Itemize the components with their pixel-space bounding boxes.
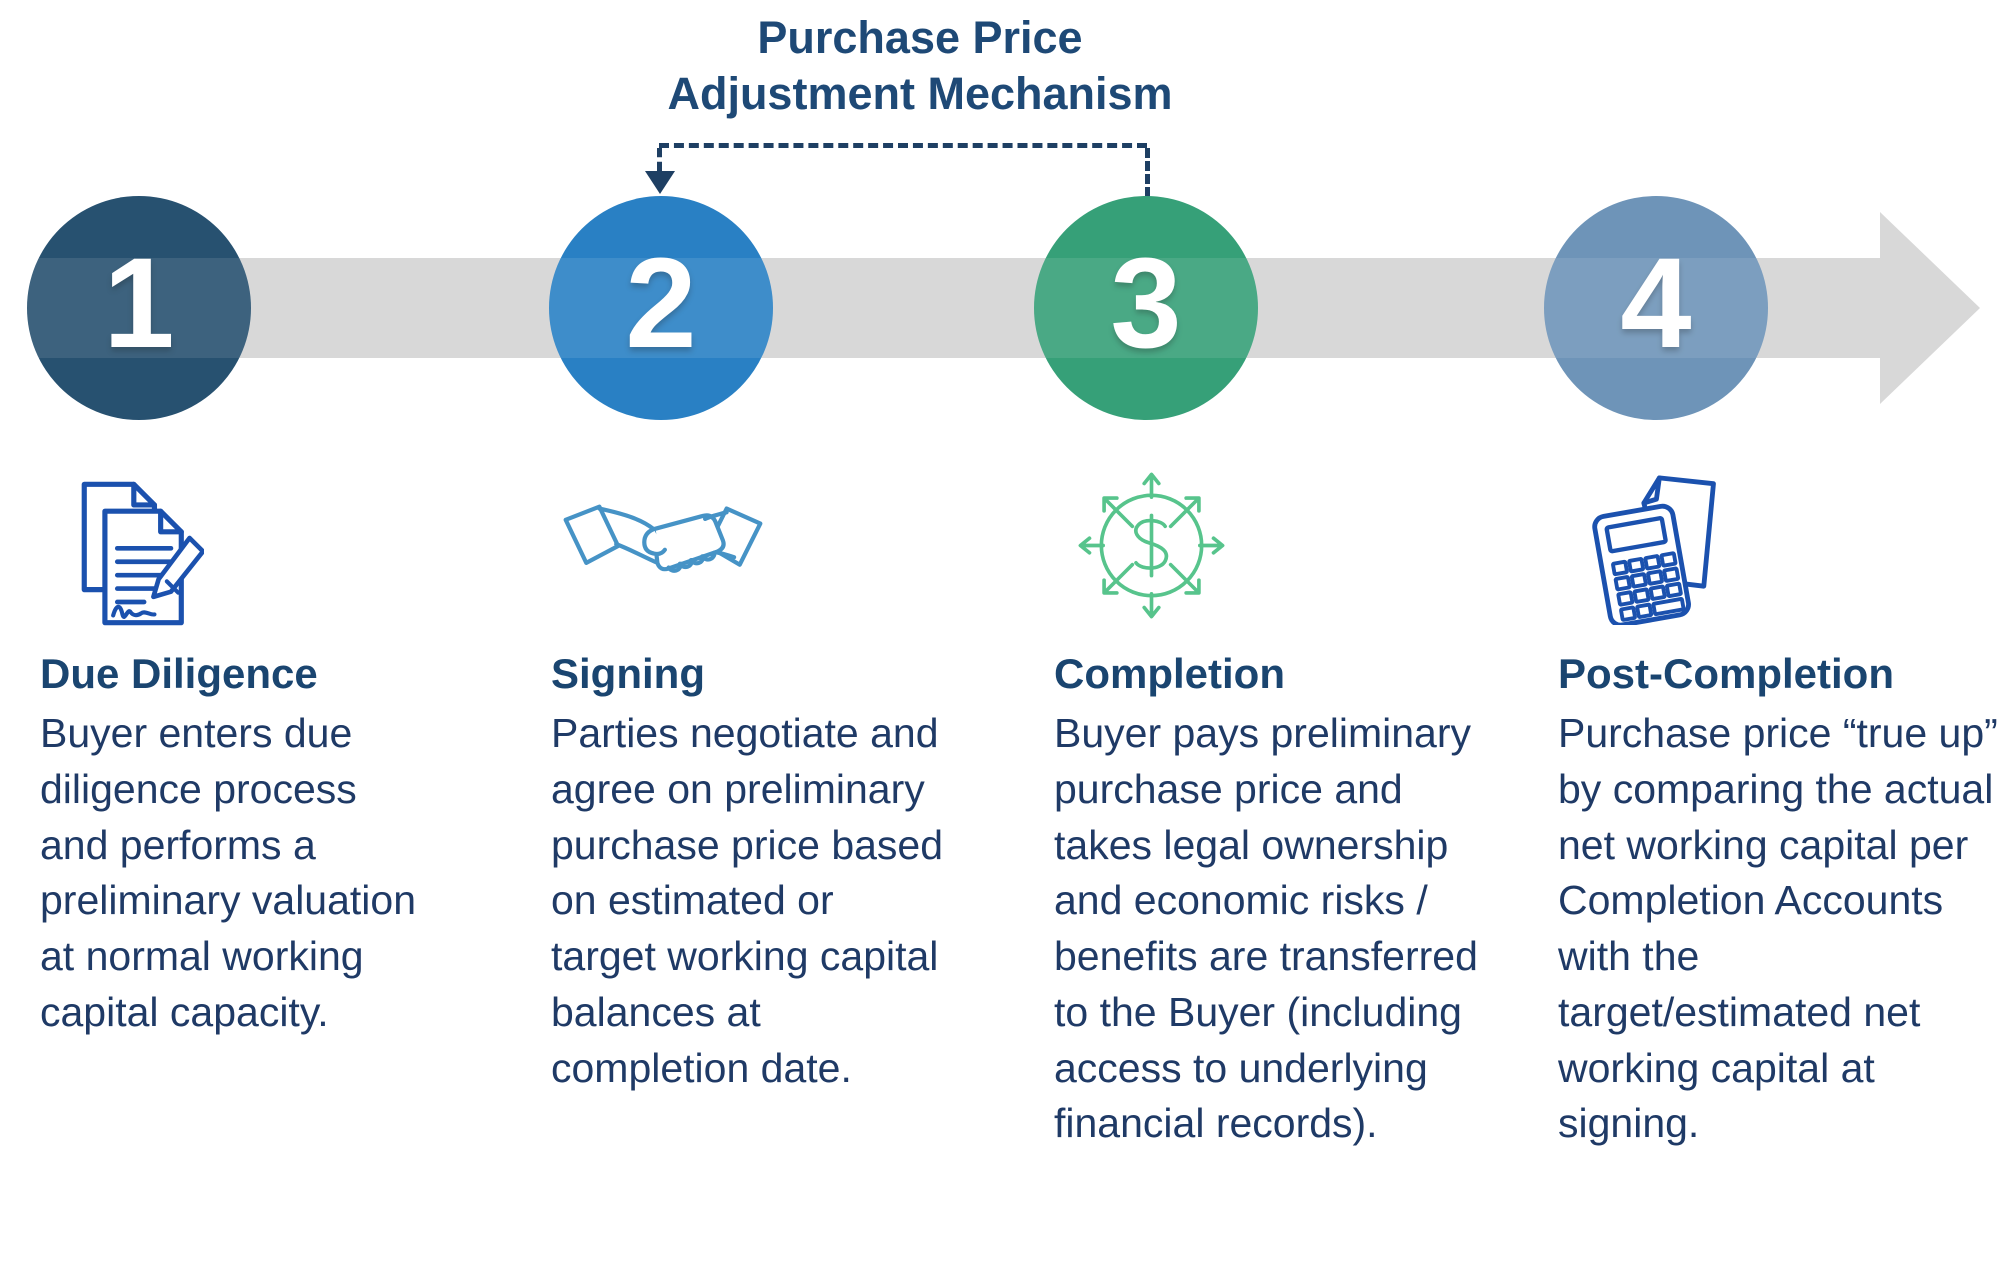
page-title: Purchase Price Adjustment Mechanism	[520, 10, 1320, 123]
page-title-line-1: Purchase Price	[757, 12, 1083, 63]
step-1-text: Due Diligence Buyer enters due diligence…	[40, 650, 435, 1041]
step-2-circle: 2	[549, 196, 773, 420]
dashed-connector-left-drop	[657, 148, 662, 171]
step-number: 4	[1620, 232, 1692, 375]
step-1-heading: Due Diligence	[40, 650, 318, 697]
step-3-description: Buyer pays preliminary purchase price an…	[1054, 710, 1478, 1147]
dashed-connector-horizontal	[659, 143, 1147, 148]
step-4-heading: Post-Completion	[1558, 650, 1894, 697]
step-3-text: Completion Buyer pays preliminary purcha…	[1054, 650, 1494, 1152]
step-number: 2	[625, 232, 697, 375]
step-number: 1	[103, 232, 175, 375]
dashed-connector-right-drop	[1145, 148, 1150, 197]
handshake-icon	[560, 488, 766, 619]
step-4-circle: 4	[1544, 196, 1768, 420]
page-title-line-2: Adjustment Mechanism	[667, 68, 1173, 120]
calculator-paper-icon	[1582, 470, 1727, 625]
step-1-circle: 1	[27, 196, 251, 420]
connector-down-arrow-icon	[645, 171, 675, 194]
step-1-description: Buyer enters due diligence process and p…	[40, 710, 417, 1035]
step-4-text: Post-Completion Purchase price “true up”…	[1558, 650, 1998, 1152]
step-4-description: Purchase price “true up” by comparing th…	[1558, 710, 1998, 1147]
step-3-heading: Completion	[1054, 650, 1285, 697]
step-2-text: Signing Parties negotiate and agree on p…	[551, 650, 946, 1096]
step-number: 3	[1110, 232, 1182, 375]
timeline-arrowhead-icon	[1880, 212, 1980, 404]
step-2-heading: Signing	[551, 650, 705, 697]
signed-document-icon	[76, 474, 204, 634]
step-3-circle: 3	[1034, 196, 1258, 420]
dollar-distribution-icon	[1074, 468, 1229, 623]
step-2-description: Parties negotiate and agree on prelimina…	[551, 710, 944, 1091]
